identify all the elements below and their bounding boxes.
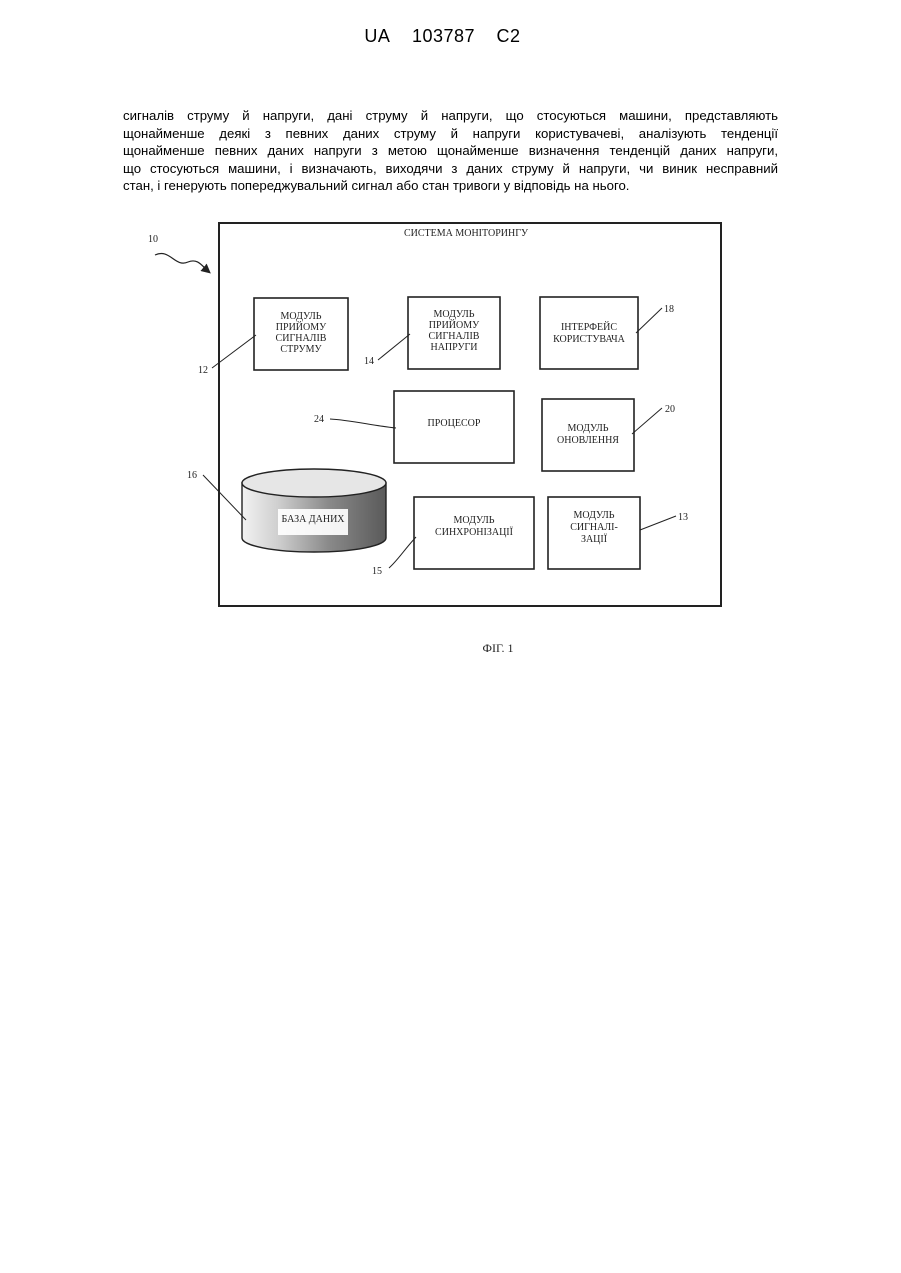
ref-sync-module: 15	[372, 566, 382, 577]
ref-current-module: 12	[198, 365, 208, 376]
update-module-line: МОДУЛЬ	[567, 423, 608, 434]
leader-database	[203, 475, 246, 520]
leader-update-module	[632, 408, 662, 434]
leader-alarm-module	[640, 516, 676, 530]
ref-update-module: 20	[665, 404, 675, 415]
alarm-module-line: СИГНАЛІ-	[570, 522, 618, 533]
ref-system: 10	[148, 234, 158, 245]
current-module-block: МОДУЛЬ ПРИЙОМУ СИГНАЛІВ СТРУМУ	[254, 298, 348, 370]
current-module-line: МОДУЛЬ	[280, 311, 321, 322]
processor-block: ПРОЦЕСОР	[394, 391, 514, 463]
user-interface-line: КОРИСТУВАЧА	[553, 334, 626, 345]
voltage-module-line: МОДУЛЬ	[433, 309, 474, 320]
current-module-line: СТРУМУ	[280, 344, 322, 355]
sync-module-line: СИНХРОНІЗАЦІЇ	[435, 526, 514, 538]
system-arrow	[155, 253, 209, 272]
update-module-line: ОНОВЛЕННЯ	[557, 435, 619, 446]
system-title: СИСТЕМА МОНІТОРИНГУ	[404, 228, 529, 239]
current-module-line: СИГНАЛІВ	[276, 333, 327, 344]
processor-line: ПРОЦЕСОР	[428, 418, 481, 429]
update-module-block: МОДУЛЬ ОНОВЛЕННЯ	[542, 399, 634, 471]
voltage-module-block: МОДУЛЬ ПРИЙОМУ СИГНАЛІВ НАПРУГИ	[408, 297, 500, 369]
ref-processor: 24	[314, 414, 324, 425]
leader-voltage-module	[378, 334, 410, 360]
alarm-module-line: МОДУЛЬ	[573, 510, 614, 521]
alarm-module-line: ЗАЦІЇ	[581, 533, 608, 545]
user-interface-block: ІНТЕРФЕЙС КОРИСТУВАЧА	[540, 297, 638, 369]
alarm-module-block: МОДУЛЬ СИГНАЛІ- ЗАЦІЇ	[548, 497, 640, 569]
leader-processor	[330, 419, 396, 428]
ref-voltage-module: 14	[364, 356, 374, 367]
sync-module-block: МОДУЛЬ СИНХРОНІЗАЦІЇ	[414, 497, 534, 569]
leader-user-interface	[636, 308, 662, 333]
ref-user-interface: 18	[664, 304, 674, 315]
leader-sync-module	[389, 537, 416, 568]
user-interface-line: ІНТЕРФЕЙС	[561, 321, 617, 333]
figure-caption: ФІГ. 1	[482, 641, 513, 655]
database-cylinder: БАЗА ДАНИХ	[242, 469, 386, 552]
database-label: БАЗА ДАНИХ	[281, 514, 345, 525]
current-module-line: ПРИЙОМУ	[276, 321, 327, 333]
voltage-module-line: НАПРУГИ	[430, 342, 477, 353]
sync-module-line: МОДУЛЬ	[453, 515, 494, 526]
voltage-module-line: СИГНАЛІВ	[429, 331, 480, 342]
voltage-module-line: ПРИЙОМУ	[429, 319, 480, 331]
ref-alarm-module: 13	[678, 512, 688, 523]
figure-1-diagram: СИСТЕМА МОНІТОРИНГУ 10 МОДУЛЬ ПРИЙОМУ СИ…	[0, 0, 901, 700]
ref-database: 16	[187, 470, 197, 481]
